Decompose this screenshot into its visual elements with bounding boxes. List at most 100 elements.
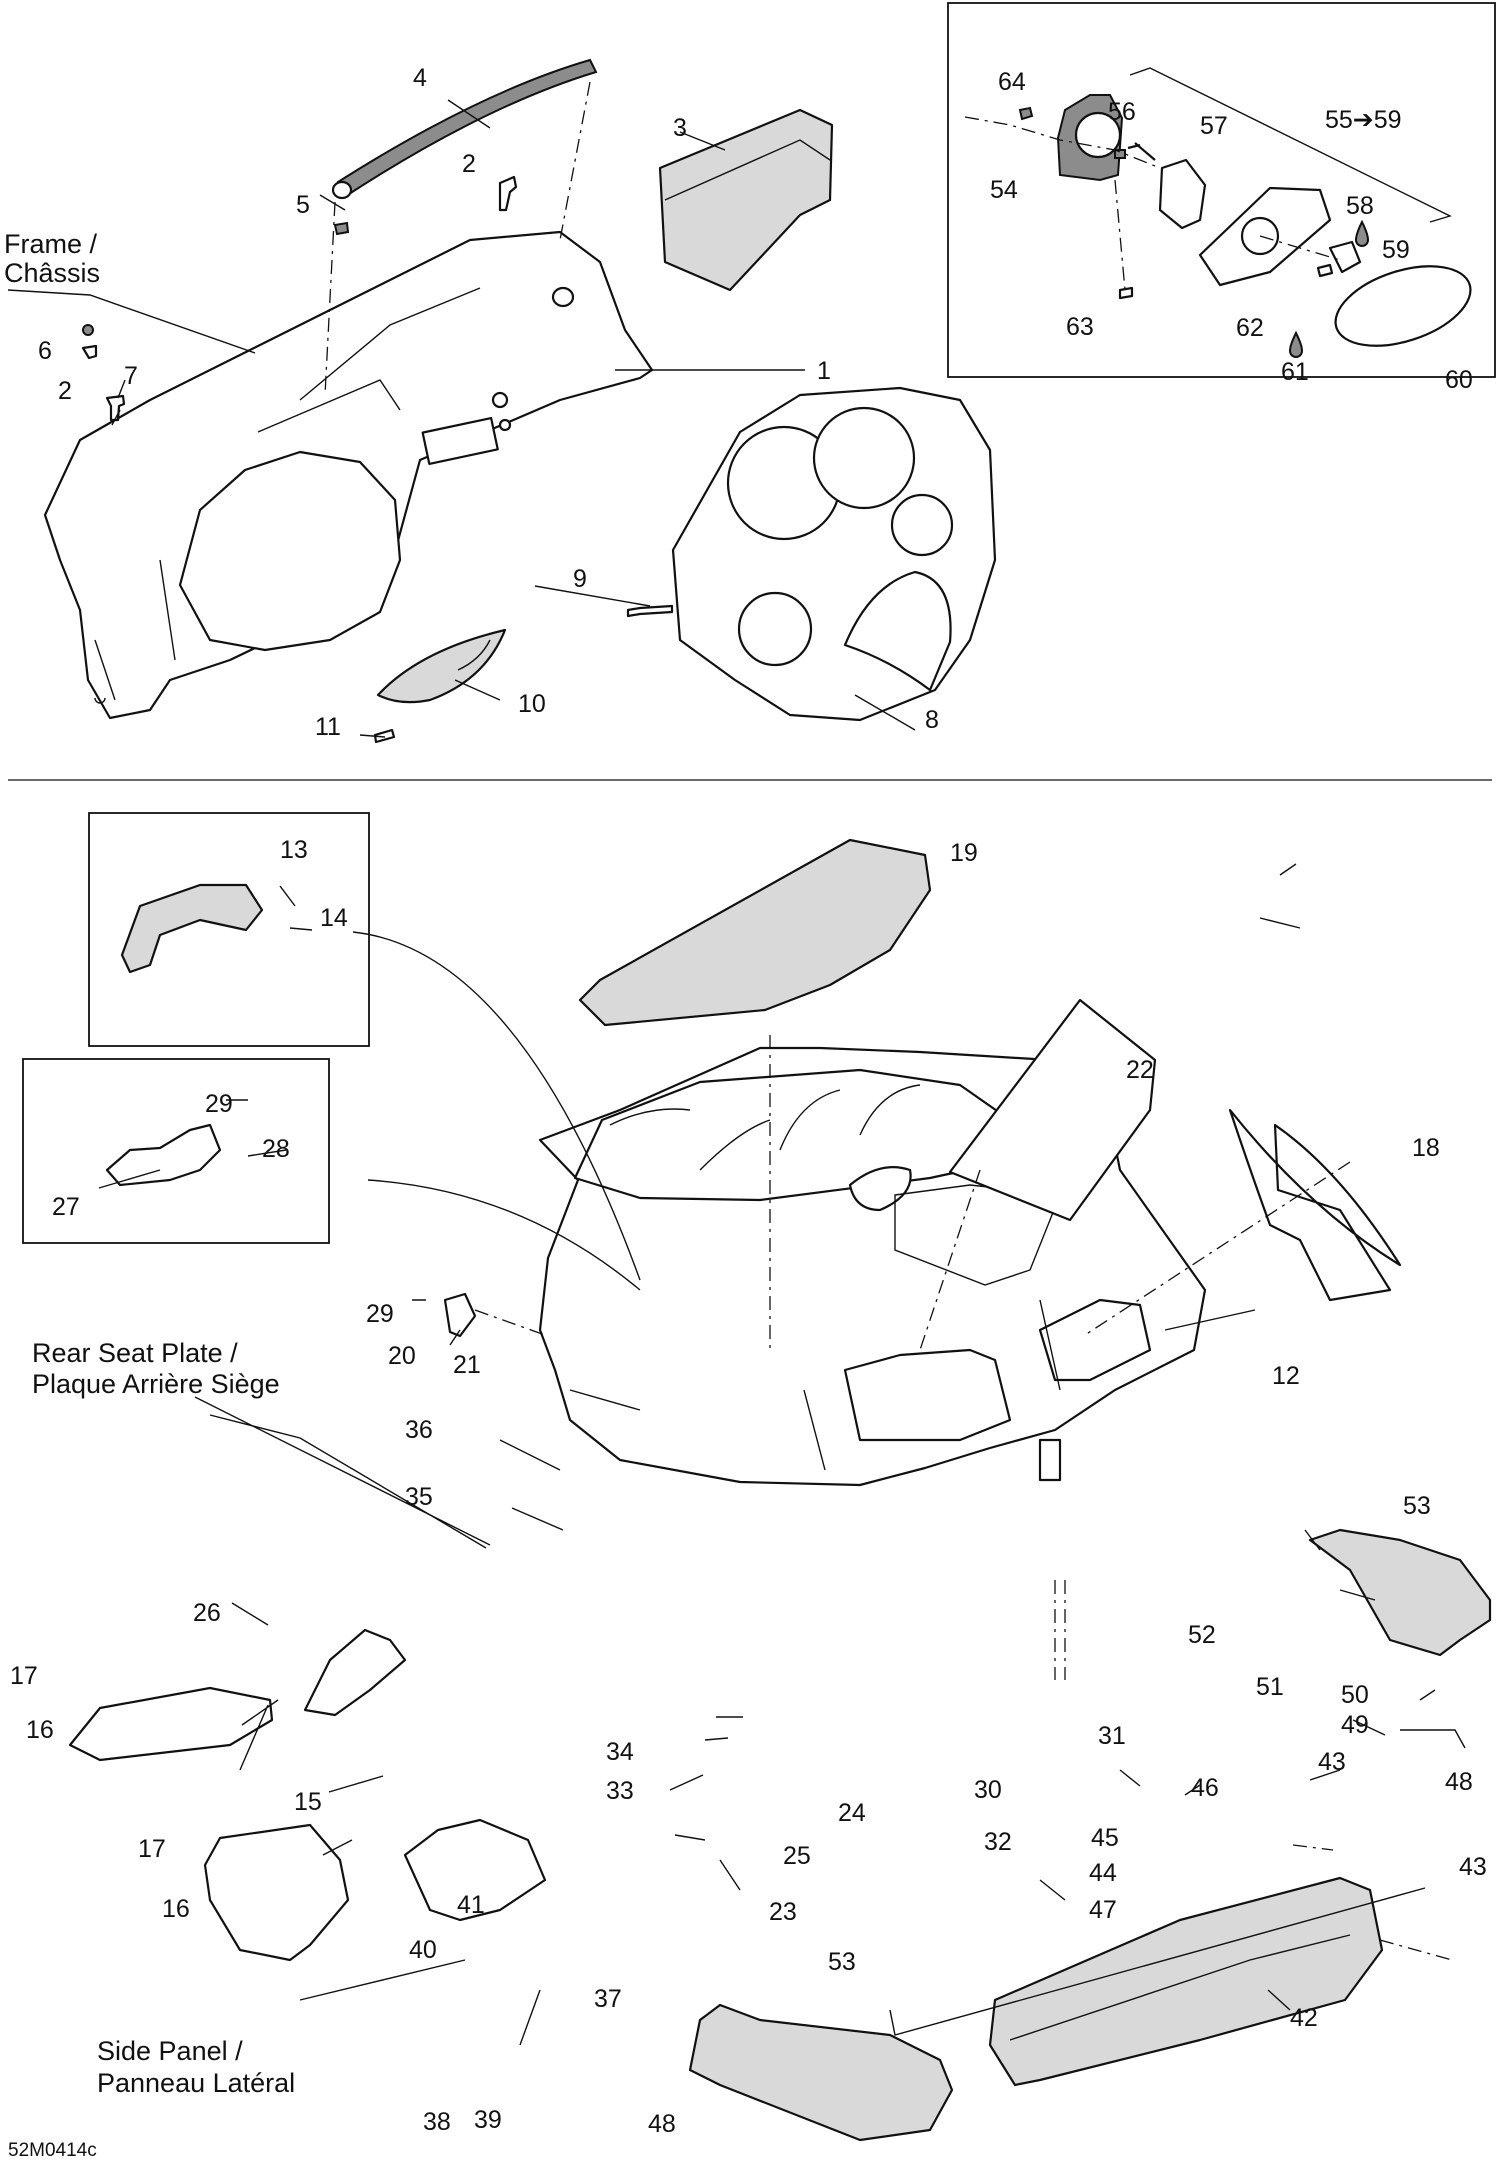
callout-41: 41 (457, 1891, 485, 1919)
callout-55-59: 55➔59 (1325, 106, 1402, 134)
callout-51: 51 (1256, 1673, 1284, 1701)
callout-10: 10 (518, 690, 546, 718)
callout-29a: 29 (205, 1090, 233, 1118)
callout-16b: 16 (162, 1895, 190, 1923)
callout-47: 47 (1089, 1896, 1117, 1924)
callout-39: 39 (474, 2106, 502, 2134)
callout-20: 20 (388, 1342, 416, 1370)
callout-21: 21 (453, 1351, 481, 1379)
fasteners-top (81, 175, 674, 744)
callout-52: 52 (1188, 1621, 1216, 1649)
callout-7: 7 (124, 362, 138, 390)
callout-23: 23 (769, 1898, 797, 1926)
callout-31: 31 (1098, 1722, 1126, 1750)
callout-53b: 53 (828, 1948, 856, 1976)
callout-2a: 2 (462, 150, 476, 178)
callout-25: 25 (783, 1842, 811, 1870)
callout-2b: 2 (58, 377, 72, 405)
frame-note-line2: Châssis (4, 258, 100, 288)
callout-16a: 16 (26, 1716, 54, 1744)
trim-10 (376, 628, 507, 704)
bracket-20 (443, 1292, 477, 1338)
callout-50: 50 (1341, 1681, 1369, 1709)
callout-17a: 17 (10, 1662, 38, 1690)
side-panel-note-line1: Side Panel / (97, 2036, 243, 2066)
leader-lines (98, 99, 1466, 2046)
speaker-assembly (1018, 94, 1472, 347)
callout-57: 57 (1200, 112, 1228, 140)
callout-33: 33 (606, 1777, 634, 1805)
callout-40: 40 (409, 1936, 437, 1964)
callout-18: 18 (1412, 1134, 1440, 1162)
drop-61 (1288, 330, 1304, 358)
callout-19: 19 (950, 839, 978, 867)
callout-17b: 17 (138, 1835, 166, 1863)
inset-box-27-29 (22, 1058, 330, 1244)
callout-22: 22 (1126, 1056, 1154, 1084)
callout-26: 26 (193, 1599, 221, 1627)
callout-48b: 48 (648, 2110, 676, 2138)
callout-43a: 43 (1318, 1748, 1346, 1776)
callout-44: 44 (1089, 1859, 1117, 1887)
callout-61: 61 (1281, 358, 1309, 386)
callout-42: 42 (1290, 2004, 1318, 2032)
callout-62: 62 (1236, 314, 1264, 342)
callout-36: 36 (405, 1416, 433, 1444)
bracket-27 (105, 1123, 222, 1187)
callout-48a: 48 (1445, 1768, 1473, 1796)
tray-19 (578, 838, 932, 1027)
callout-37: 37 (594, 1985, 622, 2013)
handle-4 (336, 58, 598, 198)
callout-38: 38 (423, 2108, 451, 2136)
drawing-code: 52M0414c (8, 2140, 97, 2161)
callout-63: 63 (1066, 313, 1094, 341)
rear-seat-note-line2: Plaque Arrière Siège (32, 1369, 280, 1399)
panel-22 (948, 998, 1157, 1222)
callout-45: 45 (1091, 1824, 1119, 1852)
callout-24: 24 (838, 1799, 866, 1827)
bumper-48 (688, 2003, 954, 2142)
callout-3: 3 (673, 114, 687, 142)
frame-note-line1: Frame / (4, 229, 98, 259)
callout-5: 5 (296, 191, 310, 219)
callout-49: 49 (1341, 1711, 1369, 1739)
pad-3 (658, 108, 834, 292)
callout-46: 46 (1191, 1774, 1219, 1802)
frame-leader (7, 289, 256, 354)
callout-54: 54 (990, 176, 1018, 204)
dashboard-console (43, 230, 654, 720)
callout-11: 11 (315, 713, 341, 741)
callout-9: 9 (573, 565, 587, 593)
panel-18 (1228, 1108, 1402, 1302)
callout-35: 35 (405, 1483, 433, 1511)
rear-panel-42-detail (1009, 1934, 1351, 2041)
callout-14: 14 (320, 904, 348, 932)
callout-53a: 53 (1403, 1492, 1431, 1520)
callout-30: 30 (974, 1776, 1002, 1804)
callout-27: 27 (52, 1193, 80, 1221)
callout-32: 32 (984, 1828, 1012, 1856)
side-panel-note-line2: Panneau Latéral (97, 2068, 295, 2098)
callout-6: 6 (38, 337, 52, 365)
callout-28: 28 (262, 1135, 290, 1163)
cover-13 (120, 883, 264, 974)
rear-seat-note-line1: Rear Seat Plate / (32, 1338, 238, 1368)
callout-58: 58 (1346, 192, 1374, 220)
side-panel-leader (299, 1959, 466, 2001)
callout-13: 13 (280, 836, 308, 864)
rear-seat-leader (209, 1414, 487, 1549)
callout-15: 15 (294, 1788, 322, 1816)
inset-box-speaker (947, 2, 1496, 378)
callout-34: 34 (606, 1738, 634, 1766)
inset-box-13-14 (88, 812, 370, 1047)
callout-12: 12 (1272, 1362, 1300, 1390)
callout-43b: 43 (1459, 1853, 1487, 1881)
drop-58 (1354, 219, 1370, 247)
window-seals (68, 1628, 547, 1962)
callout-4: 4 (413, 64, 427, 92)
callout-60: 60 (1445, 366, 1473, 394)
callout-29b: 29 (366, 1300, 394, 1328)
callout-56: 56 (1108, 98, 1136, 126)
callout-8: 8 (925, 706, 939, 734)
